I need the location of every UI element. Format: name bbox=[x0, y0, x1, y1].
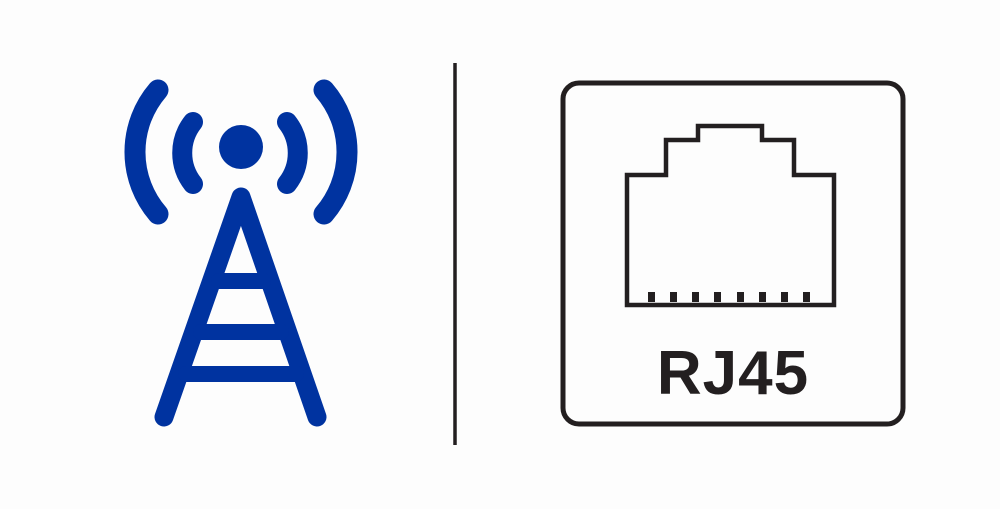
outer-right-wave bbox=[313, 79, 358, 225]
rj45-pin bbox=[781, 292, 788, 302]
rj45-port-icon bbox=[624, 123, 837, 308]
rj45-pin bbox=[759, 292, 766, 302]
rj45-pin bbox=[648, 292, 655, 302]
rj45-label: RJ45 bbox=[656, 339, 810, 408]
radio-tower-icon bbox=[124, 79, 358, 427]
rj45-pin bbox=[714, 292, 721, 302]
inner-left-wave bbox=[172, 112, 203, 194]
outer-left-wave bbox=[124, 79, 169, 225]
tower-legs bbox=[154, 187, 327, 427]
rj45-pin bbox=[803, 292, 810, 302]
rj45-pin bbox=[692, 292, 699, 302]
rj45-frame bbox=[560, 80, 906, 427]
inner-right-wave bbox=[277, 112, 308, 194]
rj45-pin bbox=[737, 292, 744, 302]
tower-beacon bbox=[219, 125, 263, 169]
rj45-pins bbox=[648, 292, 810, 302]
rj45-pin bbox=[670, 292, 677, 302]
